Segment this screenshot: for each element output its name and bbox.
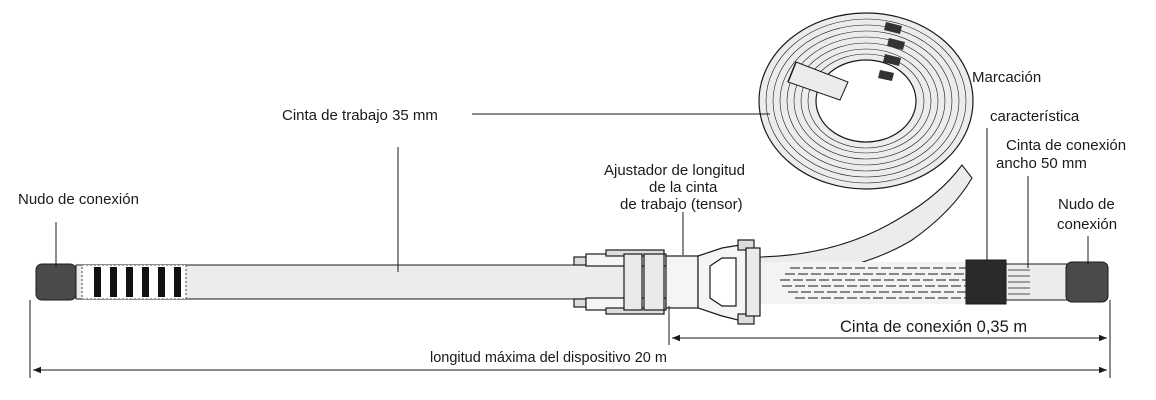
leader-lines (29, 113, 1111, 378)
connection-knot-left (35, 263, 77, 301)
label-dim-connection: Cinta de conexión 0,35 m (840, 318, 1027, 336)
label-marking-1: Marcación (972, 69, 1041, 86)
connection-strap (760, 259, 1109, 305)
webbing-coil (758, 12, 974, 283)
label-knot-right-1: Nudo de (1058, 196, 1115, 213)
label-dim-total: longitud máxima del dispositivo 20 m (430, 350, 667, 366)
stitching-pattern (81, 264, 187, 300)
label-adjuster-2: de la cinta (649, 179, 718, 196)
label-knot-left: Nudo de conexión (18, 191, 139, 208)
label-adjuster-3: de trabajo (tensor) (620, 196, 743, 213)
working-strap (35, 263, 667, 301)
label-adjuster-1: Ajustador de longitud (604, 162, 745, 179)
coil-marking (878, 22, 905, 81)
label-knot-right-2: conexión (1057, 216, 1117, 233)
label-connection-strap-1: Cinta de conexión (1006, 137, 1126, 154)
label-working-strap: Cinta de trabajo 35 mm (282, 107, 438, 124)
ratchet-tensioner (573, 239, 761, 325)
label-connection-strap-2: ancho 50 mm (996, 155, 1087, 172)
connection-knot-right (1065, 261, 1109, 303)
label-marking-2: característica (990, 108, 1080, 125)
